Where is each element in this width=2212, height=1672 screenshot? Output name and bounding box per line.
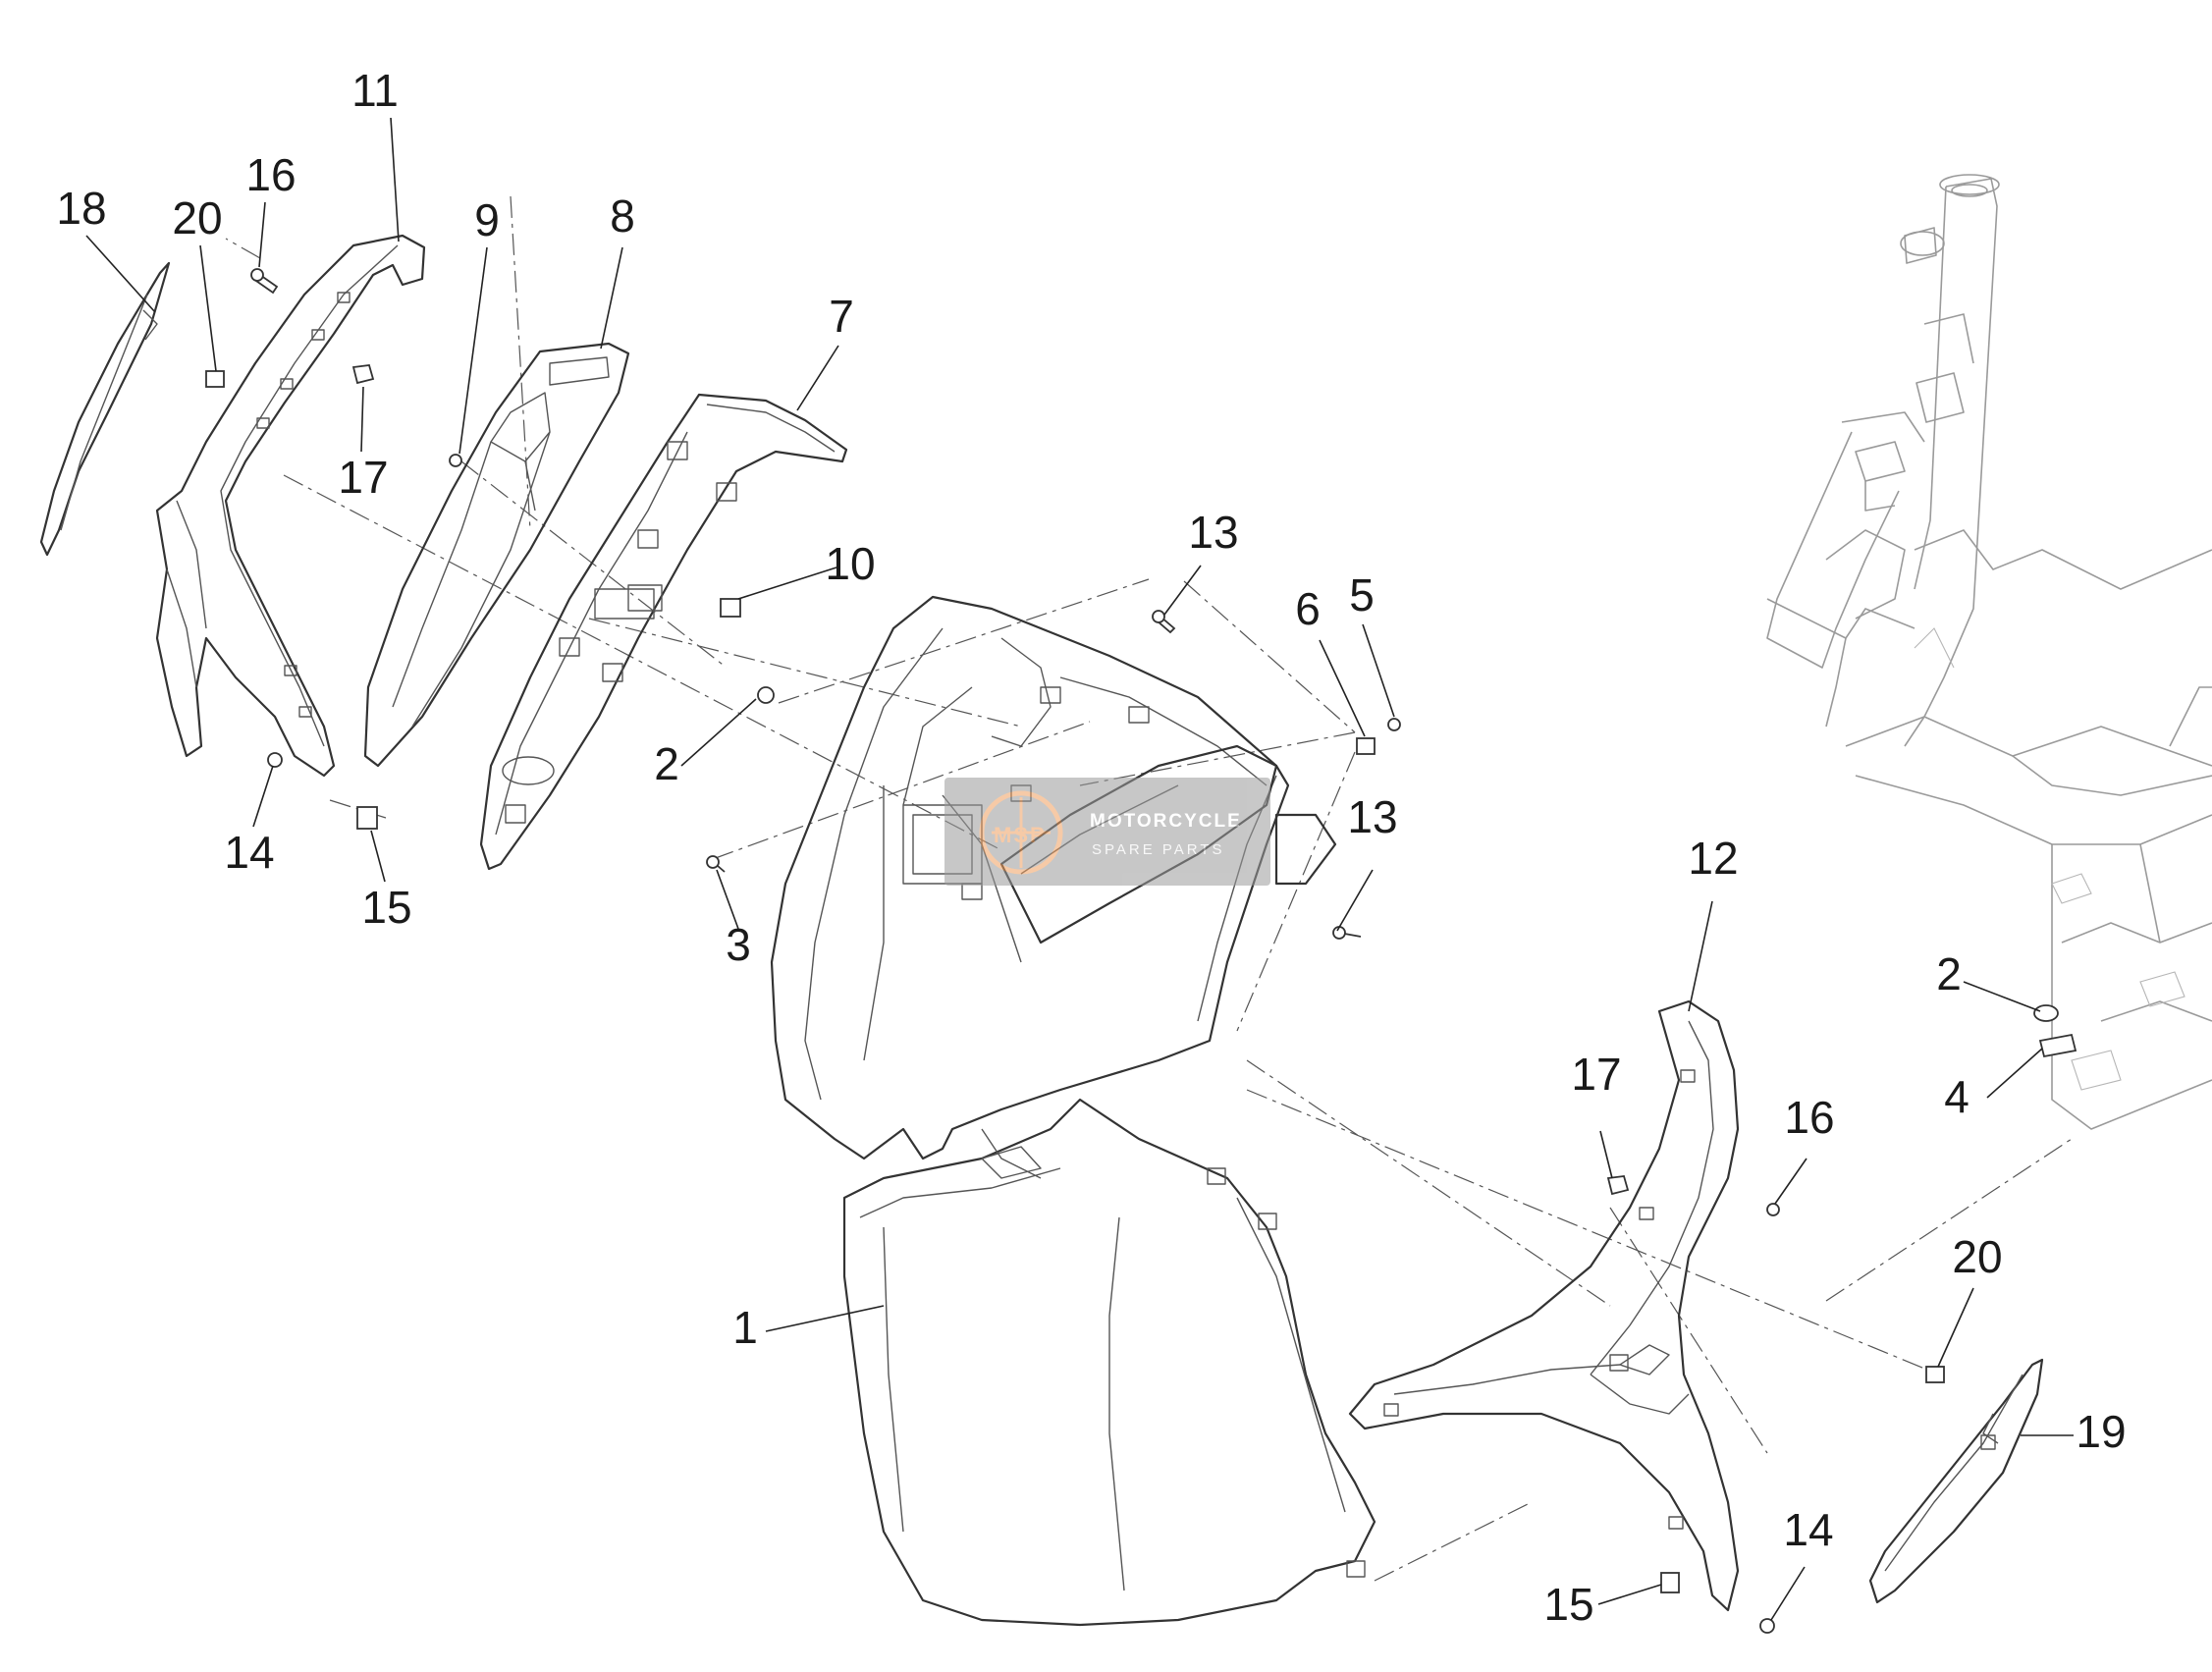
watermark-badge: MSP [994,823,1047,847]
callout-14-right: 14 [1783,1504,1833,1555]
callout-3: 3 [726,919,751,970]
part-19-trim [1868,1358,2044,1604]
callout-8: 8 [610,190,635,242]
callout-9: 9 [474,194,500,245]
callout-7: 7 [829,291,854,342]
callout-18: 18 [56,183,106,234]
part-18-trim [39,261,171,557]
callout-14-left: 14 [224,827,274,878]
screw-16-right [1766,1203,1780,1216]
nut-17-right [1606,1175,1630,1196]
clip-6 [1356,737,1376,755]
screw-9 [449,454,462,467]
callout-6: 6 [1295,583,1321,634]
leader-lines [85,117,2074,1621]
clip-20-left [205,370,225,388]
callout-10: 10 [825,538,875,589]
watermark-line2: SPARE PARTS [1092,841,1225,858]
assembly-guide-lines [225,195,2073,1582]
callout-labels: 18 20 16 11 9 8 7 17 10 13 6 5 2 14 15 3… [56,65,2126,1630]
clip-15-right [1660,1572,1680,1593]
callout-2-frame: 2 [1936,948,1962,999]
clip-10 [720,598,741,618]
callout-16-left: 16 [245,149,296,200]
screw-14-right [1759,1618,1775,1634]
callout-1: 1 [732,1302,758,1353]
callout-2-upper: 2 [654,738,679,789]
clip-4 [2038,1033,2077,1058]
part-7-inner-cover [479,393,848,871]
part-8-cover [363,342,630,768]
callout-16-right: 16 [1784,1092,1834,1143]
part-1-front-shield [770,595,1376,1627]
callout-17-right: 17 [1571,1049,1621,1100]
callout-12: 12 [1688,833,1738,884]
callout-20-left: 20 [172,192,222,243]
callout-5: 5 [1349,569,1375,620]
clip-15-left [356,806,378,830]
callout-13-lower: 13 [1347,791,1397,842]
screw-5 [1387,718,1401,731]
callout-15-right: 15 [1543,1579,1593,1630]
frame-ghost [1766,174,2212,1130]
callout-13-upper: 13 [1188,507,1238,558]
callout-4: 4 [1944,1071,1969,1122]
nut-17-left [351,364,375,385]
hardware-items [205,268,2077,1634]
callout-17-left: 17 [338,452,388,503]
callout-19: 19 [2076,1406,2126,1457]
part-12-trim [1348,999,1740,1612]
callout-20-right: 20 [1952,1231,2002,1282]
watermark: MSP MOTORCYCLE SPARE PARTS [944,778,1270,886]
screw-14-left [267,752,283,768]
callout-11: 11 [351,65,399,116]
callout-15-left: 15 [361,882,411,933]
clip-20-right [1925,1366,1945,1383]
watermark-line1: MOTORCYCLE [1090,811,1242,832]
part-11-trim [155,234,426,778]
screw-2-frame [2033,1004,2059,1022]
screw-2-upper [757,686,775,704]
